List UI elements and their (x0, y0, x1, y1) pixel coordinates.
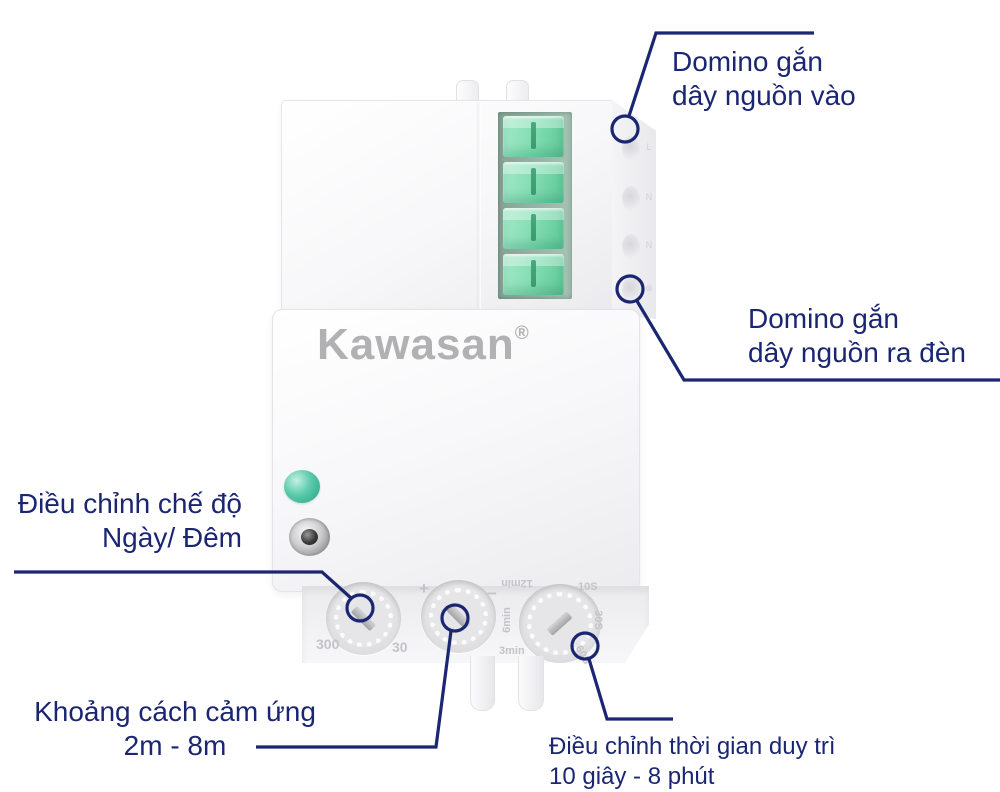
time-dial (519, 584, 601, 663)
annotation-power-in-line1: Domino gắn (672, 46, 823, 77)
brand-text: Kawasan (317, 320, 515, 369)
annotation-power-out-line2: dây nguồn ra đèn (748, 337, 966, 368)
annotation-power-out-line1: Domino gắn (748, 303, 899, 334)
time-label-30s: 30S (591, 610, 604, 630)
light-sensor-icon (289, 518, 330, 556)
mounting-peg-bottom-right (518, 656, 544, 711)
annotation-mode-line1: Điều chỉnh chế độ (17, 488, 242, 519)
annotation-mode-line2: Ngày/ Đêm (101, 522, 242, 553)
terminal-block-4 (503, 254, 564, 295)
sensitivity-dial (421, 580, 496, 653)
terminal-marking-n2: N (645, 240, 653, 250)
terminal-block-2 (503, 162, 564, 203)
annotation-distance-line2: 2m - 8m (123, 730, 227, 761)
time-label-3min: 3min (499, 645, 525, 657)
annotation-time-line1: Điều chỉnh thời gian duy trì (549, 733, 836, 760)
time-label-10s: 10S (578, 581, 598, 593)
annotation-power-in: Domino gắn dây nguồn vào (672, 45, 856, 113)
wire-hole-4 (622, 277, 640, 302)
annotation-power-in-line2: dây nguồn vào (672, 80, 856, 111)
wire-hole-2 (622, 186, 640, 211)
annotation-day-night-mode: Điều chỉnh chế độ Ngày/ Đêm (0, 487, 242, 555)
wire-entry-face: L N N ⊗ (612, 100, 656, 319)
sensitivity-dial-knob (429, 588, 488, 645)
annotation-time-line2: 10 giây - 8 phút (549, 763, 715, 790)
wire-hole-3 (622, 234, 640, 259)
mounting-peg-bottom-left (470, 656, 495, 711)
housing-seam (477, 102, 481, 312)
sensitivity-dial-pointer (445, 603, 471, 629)
annotation-power-out: Domino gắn dây nguồn ra đèn (748, 302, 966, 370)
lux-dial-knob (334, 590, 393, 647)
time-dial-pointer (546, 610, 573, 636)
terminal-marking-n1: N (645, 192, 653, 202)
annotation-sensing-distance: Khoảng cách cảm ứng 2m - 8m (25, 695, 325, 763)
annotation-distance-line1: Khoảng cách cảm ứng (34, 696, 316, 727)
terminal-marking-lamp-icon: ⊗ (645, 283, 653, 293)
annotation-delay-time: Điều chỉnh thời gian duy trì 10 giây - 8… (549, 732, 836, 792)
lux-dial-pointer (350, 605, 376, 631)
time-callout-line (587, 658, 673, 721)
lux-dial-label-300: 300 (316, 636, 340, 652)
time-label-12min: 12min (501, 577, 533, 589)
lux-dial-label-30: 30 (392, 639, 408, 655)
wire-hole-1 (622, 136, 640, 161)
terminal-block-3 (503, 208, 564, 249)
terminal-block-1 (503, 116, 564, 157)
terminal-marking-l: L (646, 142, 652, 152)
registered-trademark-icon: ® (514, 323, 530, 345)
terminal-recess (498, 112, 572, 299)
brand-logo: Kawasan® (317, 320, 530, 370)
front-cover: Kawasan® (272, 309, 640, 592)
time-label-6min: 6min (500, 607, 513, 633)
sensitivity-plus-label: + (419, 579, 429, 598)
status-led-icon (284, 470, 320, 503)
sensitivity-minus-label: − (487, 584, 497, 603)
